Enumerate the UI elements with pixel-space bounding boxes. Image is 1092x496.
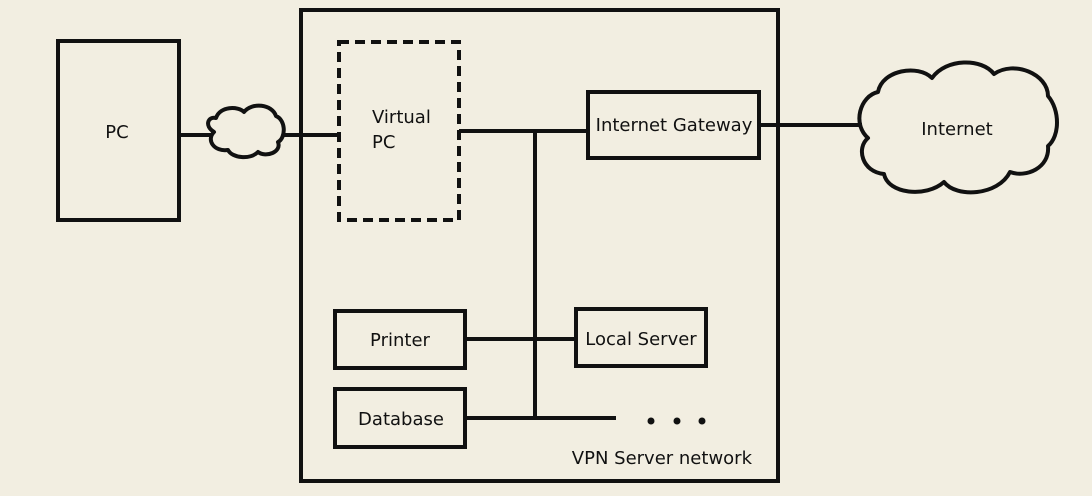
pc-label: PC: [105, 122, 128, 143]
internet-gateway-label: Internet Gateway: [596, 115, 753, 136]
virtual-pc-label-line2: PC: [372, 132, 395, 153]
connections: [179, 123, 862, 420]
vpn-server-network-container: [299, 8, 780, 483]
ellipsis-dot: [647, 417, 655, 425]
printer-node: [333, 309, 467, 370]
local-server-node: [574, 307, 708, 368]
internet-cloud-icon: [857, 60, 1059, 195]
tunnel-cloud-icon: [206, 103, 286, 159]
virtual-pc-node: [337, 40, 461, 222]
internet-label: Internet: [921, 119, 992, 140]
pc-node: [56, 39, 181, 222]
virtual-pc-label-line1: Virtual: [372, 107, 431, 128]
more-indicator-icon: [647, 417, 706, 425]
internet-gateway-node: [586, 90, 761, 160]
database-node: [333, 387, 467, 449]
local-server-label: Local Server: [585, 329, 697, 350]
printer-label: Printer: [370, 330, 430, 351]
ellipsis-dot: [698, 417, 706, 425]
vpn-server-network-label: VPN Server network: [572, 448, 753, 469]
database-label: Database: [358, 409, 444, 430]
ellipsis-dot: [673, 417, 681, 425]
